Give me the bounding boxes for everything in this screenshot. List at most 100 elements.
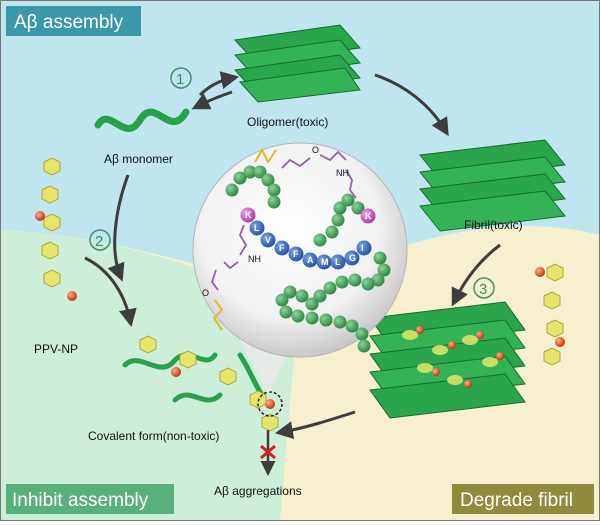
green-bead <box>305 311 319 325</box>
residue-bead <box>316 254 332 270</box>
label-ppv: PPV-NP <box>34 342 78 356</box>
green-bead <box>267 183 281 197</box>
lysine-bead <box>360 208 376 224</box>
green-bead <box>361 277 375 291</box>
green-bead <box>295 289 309 303</box>
step-2-label: 2 <box>95 233 103 250</box>
linker-left <box>210 224 248 291</box>
ppv-chain-left <box>41 157 61 288</box>
green-bead <box>333 315 347 329</box>
residue-label: V <box>265 235 271 245</box>
green-bead <box>291 309 305 323</box>
svg-text:Inhibit assembly: Inhibit assembly <box>12 490 149 511</box>
block-cross-icon <box>260 444 276 460</box>
arrow-ppv-to-inhibit <box>84 256 137 328</box>
residue-bead <box>288 246 304 262</box>
residue-label: F <box>293 249 299 259</box>
green-bead <box>319 313 333 327</box>
residue-label: L <box>254 223 260 233</box>
arrow-degrade-to-covalent <box>274 410 356 440</box>
monomer-strand <box>94 108 190 132</box>
green-bead <box>335 275 349 289</box>
label-monomer: Aβ monomer <box>104 152 173 166</box>
step-1-label: 1 <box>176 71 184 88</box>
label-o-top: O <box>312 145 319 155</box>
green-bead <box>351 201 365 215</box>
step-1-circle <box>170 67 192 89</box>
label-oligomer: Oligomer(toxic) <box>247 115 328 129</box>
label-nh-top: NH <box>336 168 349 178</box>
residue-label: F <box>279 243 285 253</box>
green-bead <box>323 281 337 295</box>
green-bead <box>279 305 293 319</box>
tag-inhibit: Inhibit assembly <box>6 484 174 514</box>
green-bead <box>313 233 327 247</box>
arrow-fibril-to-degrade <box>451 243 501 307</box>
linker-top <box>281 150 357 199</box>
linker-left-yellow <box>212 299 224 331</box>
green-bead <box>377 263 391 277</box>
green-bead <box>313 289 327 303</box>
residue-label: K <box>245 210 252 220</box>
green-bead <box>371 273 385 287</box>
residue-label: G <box>349 253 356 263</box>
ppv-right-red-dot-2 <box>555 337 565 347</box>
step-2-circle <box>89 229 111 251</box>
ppv-chain-right <box>543 263 564 366</box>
residue-bead <box>356 240 372 256</box>
label-fibril: Fibril(toxic) <box>464 218 523 232</box>
tag-degrade: Degrade fibril <box>452 484 594 514</box>
residue-label: L <box>335 257 341 267</box>
green-bead <box>345 319 359 333</box>
label-o-left: O <box>202 288 209 298</box>
residue-bead <box>344 250 360 266</box>
label-aggregations: Aβ aggregations <box>214 484 302 498</box>
linker-top-yellow <box>254 147 277 164</box>
tag-assembly: Aβ assembly <box>6 6 141 36</box>
green-bead <box>331 213 345 227</box>
green-bead <box>233 171 247 185</box>
green-bead <box>243 165 257 179</box>
residue-bead <box>274 240 290 256</box>
svg-text:Aβ assembly: Aβ assembly <box>14 12 124 33</box>
label-covalent: Covalent form(non-toxic) <box>88 429 219 443</box>
step-3-label: 3 <box>479 281 487 298</box>
label-nh-left: NH <box>248 254 261 264</box>
green-bead <box>253 165 267 179</box>
covalent-form-structure <box>122 335 283 432</box>
green-bead <box>267 195 281 209</box>
green-bead <box>333 201 347 215</box>
green-bead <box>357 339 371 353</box>
ppv-left-red-dot-2 <box>67 291 77 301</box>
residue-bead <box>302 252 318 268</box>
residue-label: I <box>361 243 364 253</box>
oligomer-structure <box>233 24 361 103</box>
ppv-left-red-dot-1 <box>35 211 45 221</box>
residue-label: K <box>365 211 372 221</box>
green-bead <box>355 327 369 341</box>
arrow-monomer-to-oligomer <box>198 71 240 97</box>
residue-label: M <box>321 257 329 267</box>
green-bead <box>275 293 289 307</box>
fibril-structure <box>419 139 566 232</box>
green-bead <box>283 285 297 299</box>
green-bead <box>348 273 362 287</box>
residue-bead <box>330 254 346 270</box>
arrow-oligomer-to-monomer <box>191 90 233 110</box>
green-bead <box>341 193 355 207</box>
green-bead <box>261 173 275 187</box>
green-bead <box>325 225 339 239</box>
green-bead <box>225 183 239 197</box>
arrow-oligomer-to-fibril <box>374 73 449 137</box>
residue-bead <box>260 232 276 248</box>
residue-bead <box>249 220 265 236</box>
arrow-monomer-to-inhibit <box>107 174 130 282</box>
green-bead <box>373 251 387 265</box>
degraded-fibril-structure <box>369 301 526 419</box>
lysine-bead <box>240 207 256 223</box>
ppv-right-red-dot-1 <box>535 267 545 277</box>
green-bead <box>305 297 319 311</box>
